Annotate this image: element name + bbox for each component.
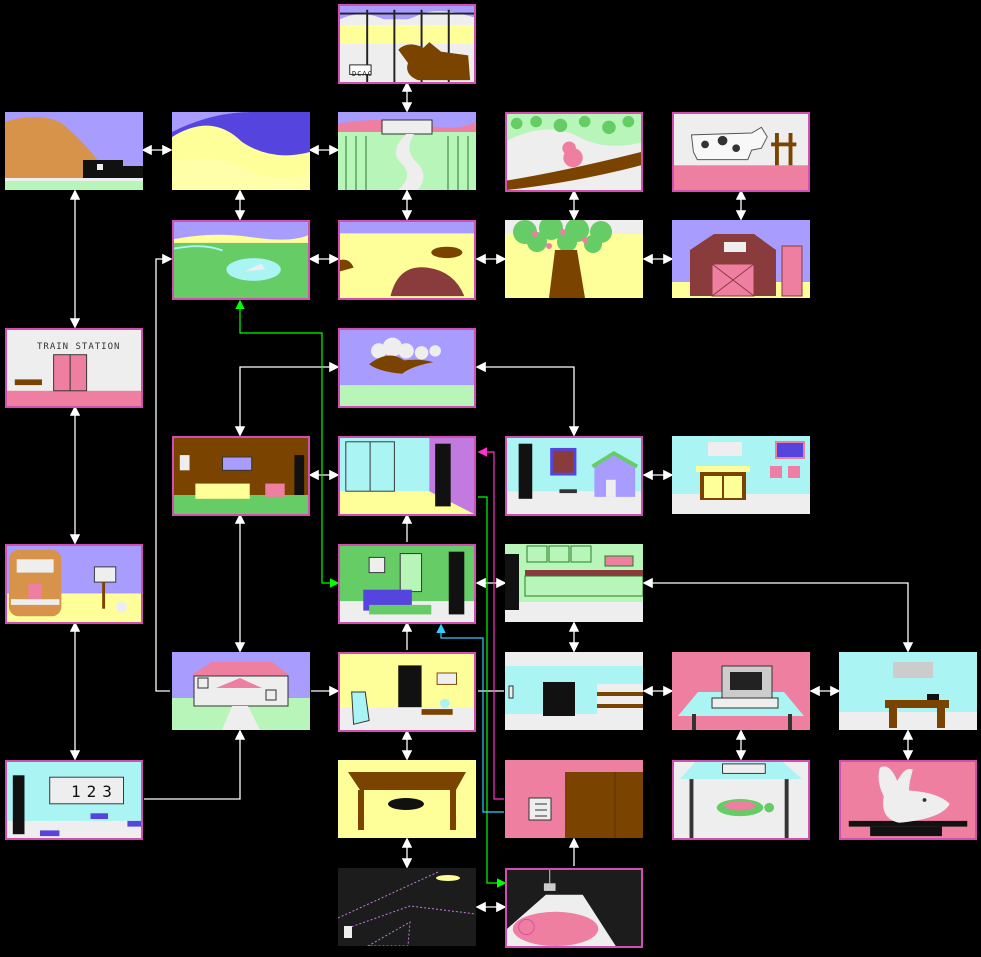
room-pond[interactable] — [172, 220, 310, 300]
room-classroom[interactable]: 123 — [5, 760, 143, 840]
bus-scene — [7, 546, 141, 622]
board-digits: 123 — [71, 782, 118, 801]
room-desert[interactable] — [172, 112, 310, 190]
hallway-scene — [340, 438, 474, 514]
zoo-cow-scene — [340, 6, 474, 82]
link-kitchen-den — [642, 577, 914, 653]
train-station-scene — [7, 330, 141, 406]
room-monkey-tree[interactable] — [505, 112, 643, 192]
station-sign: TRAIN STATION — [37, 342, 121, 352]
room-kitchen[interactable] — [505, 544, 643, 622]
train-hill-scene — [5, 112, 143, 190]
room-den[interactable] — [839, 652, 977, 730]
room-train-hill[interactable] — [5, 112, 143, 190]
room-computer[interactable] — [672, 652, 810, 730]
room-closet[interactable] — [505, 760, 643, 838]
room-dresser[interactable] — [672, 436, 810, 514]
pig-lamp-scene — [507, 870, 641, 946]
room-bathroom[interactable] — [338, 544, 476, 624]
link-house-pond — [155, 253, 173, 692]
fence-gate-scene — [338, 112, 476, 190]
computer-scene — [672, 652, 810, 730]
room-living-room[interactable] — [338, 652, 476, 732]
desert-scene — [172, 112, 310, 190]
room-train-station[interactable]: TRAIN STATION — [5, 328, 143, 408]
room-turtle[interactable] — [672, 760, 810, 840]
path-cyan-bath — [436, 623, 504, 813]
room-porch[interactable] — [505, 436, 643, 516]
room-house[interactable] — [172, 652, 310, 730]
room-squirrel[interactable] — [338, 328, 476, 408]
rabbit-scene — [841, 762, 975, 838]
table-scene — [338, 760, 476, 838]
living-room-scene — [340, 654, 474, 730]
room-pig-lamp[interactable] — [505, 868, 643, 948]
room-cow-pen[interactable] — [672, 112, 810, 192]
den-scene — [839, 652, 977, 730]
path-green-pig — [478, 496, 507, 888]
cow-pen-scene — [674, 114, 808, 190]
room-barn[interactable] — [672, 220, 810, 298]
room-bedroom[interactable] — [172, 436, 310, 516]
room-dark[interactable] — [338, 868, 476, 946]
room-field[interactable] — [338, 220, 476, 300]
barn-scene — [672, 220, 810, 298]
kitchen-scene — [505, 544, 643, 622]
squirrel-scene — [340, 330, 474, 406]
dark-room-scene — [338, 868, 476, 946]
room-rabbit[interactable] — [839, 760, 977, 840]
pond-scene — [174, 222, 308, 298]
dresser-scene — [672, 436, 810, 514]
room-fence-gate[interactable] — [338, 112, 476, 190]
classroom-scene — [7, 762, 141, 838]
closet-scene — [505, 760, 643, 838]
field-scene — [340, 222, 474, 298]
porch-scene — [507, 438, 641, 514]
path-green-pond — [235, 299, 340, 588]
bathroom-scene — [340, 546, 474, 622]
path-magenta-hall — [477, 447, 504, 800]
room-tv-room[interactable] — [505, 652, 643, 730]
zoo-sign: DCAC — [352, 70, 373, 78]
room-bus[interactable] — [5, 544, 143, 624]
tv-room-scene — [505, 652, 643, 730]
room-apple-tree[interactable] — [505, 220, 643, 298]
house-scene — [172, 652, 310, 730]
link-squirrel-porch — [475, 361, 580, 437]
link-classroom-house — [144, 729, 246, 800]
turtle-scene — [674, 762, 808, 838]
room-table[interactable] — [338, 760, 476, 838]
monkey-tree-scene — [507, 114, 641, 190]
bedroom-scene — [174, 438, 308, 514]
apple-tree-scene — [505, 220, 643, 298]
room-hallway[interactable] — [338, 436, 476, 516]
room-zoo-cow[interactable]: DCAC — [338, 4, 476, 84]
